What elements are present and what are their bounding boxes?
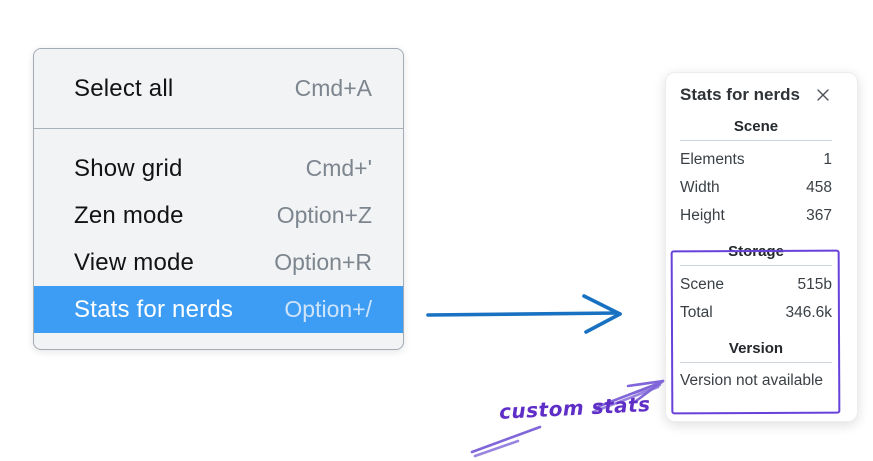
menu-item-shortcut: Option+Z (276, 202, 372, 228)
section-heading: Version (728, 340, 784, 357)
menu-item-label: Stats for nerds (74, 295, 234, 323)
stat-label: Width (680, 179, 720, 196)
menu-item-label: View mode (74, 248, 195, 276)
stat-label: Elements (680, 151, 745, 168)
menu-item-view-mode[interactable]: View mode Option+R (34, 239, 403, 286)
section-rule (680, 362, 832, 363)
menu-item-label: Show grid (74, 154, 183, 182)
stats-section-version: Version Version not available (680, 340, 832, 392)
menu-group-view: Show grid Cmd+' Zen mode Option+Z View m… (34, 129, 403, 349)
close-icon[interactable] (814, 86, 832, 104)
menu-separator (34, 128, 403, 129)
stat-row-elements: Elements 1 (680, 146, 832, 174)
stats-panel-title: Stats for nerds (680, 85, 800, 104)
version-note: Version not available (680, 372, 824, 389)
stat-value: 367 (806, 207, 832, 224)
menu-item-shortcut: Option+R (274, 249, 372, 275)
menu-item-shortcut: Option+/ (284, 296, 372, 322)
stats-section-scene: Scene Elements 1 Width 458 Height 367 (680, 118, 832, 230)
stat-value: 458 (806, 179, 832, 196)
menu-item-show-grid[interactable]: Show grid Cmd+' (34, 145, 403, 192)
stat-value: 346.6k (785, 304, 832, 321)
stat-label: Height (680, 207, 725, 224)
section-rule (680, 265, 832, 266)
section-heading: Scene (733, 118, 779, 135)
annotation-label: custom stats (498, 392, 652, 424)
stat-label: Scene (680, 276, 724, 293)
pointer-arrow (426, 294, 622, 334)
stat-row-height: Height 367 (680, 202, 832, 230)
section-rule (680, 140, 832, 141)
stat-value: 1 (823, 151, 832, 168)
stats-panel-header: Stats for nerds (680, 85, 832, 105)
stat-value: 515b (797, 276, 832, 293)
stat-row-total-size: Total 346.6k (680, 299, 832, 327)
section-heading: Storage (728, 243, 784, 260)
stat-row-scene-size: Scene 515b (680, 271, 832, 299)
menu-item-stats-for-nerds[interactable]: Stats for nerds Option+/ (34, 286, 403, 333)
menu-item-label: Zen mode (74, 201, 184, 229)
stats-section-storage: Storage Scene 515b Total 346.6k (680, 243, 832, 327)
menu-item-shortcut: Cmd+' (305, 155, 372, 181)
menu-item-shortcut: Cmd+A (294, 75, 372, 101)
stat-row-width: Width 458 (680, 174, 832, 202)
stats-panel: Stats for nerds Scene Elements 1 Width 4… (665, 72, 858, 422)
stat-label: Total (680, 304, 713, 321)
menu-item-label: Select all (74, 74, 174, 102)
menu-item-zen-mode[interactable]: Zen mode Option+Z (34, 192, 403, 239)
menu-group-top: Select all Cmd+A (34, 49, 403, 128)
context-menu: Select all Cmd+A Show grid Cmd+' Zen mod… (33, 48, 404, 350)
menu-item-select-all[interactable]: Select all Cmd+A (34, 49, 403, 128)
